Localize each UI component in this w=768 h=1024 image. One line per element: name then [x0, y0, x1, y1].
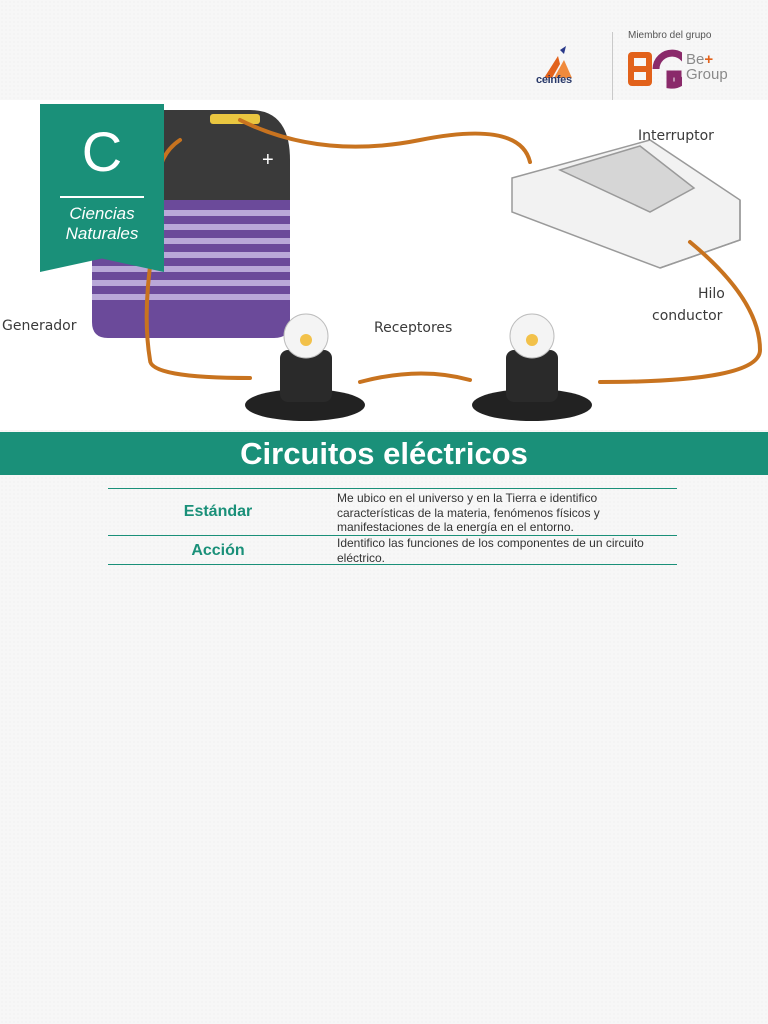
bulb-icon-right — [472, 313, 592, 421]
be-group-logo-icon — [628, 49, 682, 89]
badge-subject-line2: Naturales — [65, 224, 139, 243]
subject-badge: C Ciencias Naturales — [40, 104, 164, 272]
group-caption: Miembro del grupo — [628, 30, 712, 41]
receivers-label: Receptores — [374, 320, 453, 336]
battery-plus-label: + — [262, 149, 274, 171]
ceinfes-logo-text: ceinfes — [536, 74, 572, 86]
title-bar: Circuitos eléctricos — [0, 432, 768, 475]
generator-label: Generador — [2, 318, 77, 334]
badge-subject: Ciencias Naturales — [40, 204, 164, 244]
table-row: Estándar Me ubico en el universo y en la… — [108, 488, 677, 535]
group-name-be: Be — [686, 51, 705, 68]
standard-label: Estándar — [183, 503, 253, 520]
badge-subject-line1: Ciencias — [69, 204, 135, 223]
badge-divider — [60, 196, 144, 198]
ceinfes-logo-icon — [544, 46, 572, 78]
switch-label: Interruptor — [638, 128, 714, 144]
bulb-icon-left — [245, 313, 365, 421]
group-name-group: Group — [686, 66, 728, 83]
switch-icon — [511, 139, 741, 269]
standard-value: Me ubico en el universo y en la Tierra e… — [337, 491, 600, 534]
wire-label-line1: Hilo — [698, 286, 725, 302]
page-title: Circuitos eléctricos — [240, 436, 528, 471]
action-label: Acción — [191, 542, 245, 559]
badge-letter: C — [81, 120, 123, 183]
action-value: Identifico las funciones de los componen… — [337, 536, 644, 565]
table-row: Acción Identifico las funciones de los c… — [108, 535, 677, 565]
wire-lines — [144, 118, 763, 384]
wire-label-line2: conductor — [652, 308, 723, 324]
header-logos: ceinfes Miembro del grupo Be+ Group — [534, 28, 734, 104]
group-name: Be+ Group — [686, 52, 728, 82]
group-name-plus: + — [704, 51, 714, 68]
logo-divider — [612, 32, 613, 102]
info-table: Estándar Me ubico en el universo y en la… — [108, 488, 677, 565]
